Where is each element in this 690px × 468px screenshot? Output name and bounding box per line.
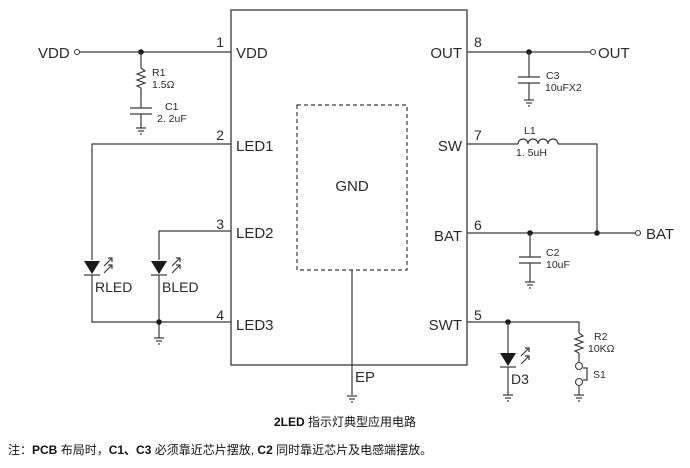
note-c2: C2 <box>254 443 273 457</box>
light-emission-icon <box>520 347 530 365</box>
rled-diode-icon <box>84 261 100 274</box>
s1-ref: S1 <box>593 369 606 381</box>
l1-inductor-icon <box>517 138 559 145</box>
junction-dot <box>594 230 600 236</box>
out-terminal[interactable] <box>589 48 597 56</box>
l1-ref: L1 <box>524 125 536 137</box>
ic-body <box>230 9 468 366</box>
bat-net-label: BAT <box>646 226 674 243</box>
l1-to-bat-wire <box>558 143 598 233</box>
r1-ref: R1 <box>152 67 166 79</box>
vdd-terminal[interactable] <box>73 48 81 56</box>
caption-text: 指示灯典型应用电路 <box>304 415 417 429</box>
pin-name-out: OUT <box>430 45 462 62</box>
pin-name-bat: BAT <box>434 228 462 245</box>
swt-wire <box>467 321 580 333</box>
pin-num-3: 3 <box>216 216 224 232</box>
vdd-net-label: VDD <box>38 45 70 62</box>
r2-value: 10KΩ <box>588 343 615 355</box>
r1-resistor-icon <box>135 67 147 89</box>
r2-ref: R2 <box>594 331 608 343</box>
bled-label: BLED <box>162 279 199 295</box>
rled-label: RLED <box>95 279 132 295</box>
pin-num-4: 4 <box>216 307 224 323</box>
junction-dot <box>156 319 162 325</box>
r2-resistor-icon <box>573 332 585 354</box>
caption-bold: 2LED <box>273 415 305 429</box>
note-pcb: PCB <box>32 443 58 457</box>
pin-num-7: 7 <box>474 127 482 143</box>
ep-label: EP <box>355 369 375 386</box>
pin-num-2: 2 <box>216 127 224 143</box>
gnd-label: GND <box>335 178 369 195</box>
bled-diode-icon <box>151 261 167 274</box>
pin-name-led3: LED3 <box>236 317 274 334</box>
ground-icon <box>347 395 357 403</box>
led2-wire <box>158 230 231 260</box>
s1-switch-icon[interactable] <box>574 361 588 387</box>
note-prefix: 注： <box>8 443 33 457</box>
pin-name-swt: SWT <box>429 317 462 334</box>
c2-value: 10uF <box>546 259 570 271</box>
pin-num-5: 5 <box>474 307 482 323</box>
ground-icon <box>136 127 146 135</box>
pin-num-1: 1 <box>216 34 224 50</box>
c3-value: 10uFX2 <box>545 82 582 94</box>
ground-icon <box>154 337 164 345</box>
pin-num-6: 6 <box>474 217 482 233</box>
ground-icon <box>503 394 513 402</box>
light-emission-icon <box>171 257 181 274</box>
note-text: 布局时， <box>57 443 109 457</box>
d3-diode-icon <box>500 353 516 366</box>
note-text: 必须靠近芯片摆放, <box>151 443 255 457</box>
pin-num-8: 8 <box>474 34 482 50</box>
led3-wire <box>91 275 231 323</box>
pin-name-sw: SW <box>438 138 463 155</box>
layout-note: 注：PCB 布局时，C1、C3 必须靠近芯片摆放, C2 同时靠近芯片及电感端摆… <box>8 441 432 458</box>
c3-ref: C3 <box>546 70 560 82</box>
note-text: 同时靠近芯片及电感端摆放。 <box>272 443 433 457</box>
note-c1c3: C1、C3 <box>108 443 152 457</box>
ground-icon <box>574 394 584 402</box>
led1-wire <box>91 143 231 260</box>
r1-value: 1.5Ω <box>152 79 175 91</box>
light-emission-icon <box>103 257 113 274</box>
pin-name-vdd: VDD <box>236 45 268 62</box>
c1-value: 2. 2uF <box>157 113 187 125</box>
ground-icon <box>525 281 535 289</box>
out-net-label: OUT <box>598 45 630 62</box>
ground-icon <box>524 99 534 107</box>
pin-name-led1: LED1 <box>236 138 274 155</box>
bat-terminal[interactable] <box>634 229 642 237</box>
c1-ref: C1 <box>165 101 179 113</box>
pin-name-led2: LED2 <box>236 225 274 242</box>
l1-value: 1. 5uH <box>516 147 547 159</box>
d3-label: D3 <box>511 371 529 387</box>
c2-ref: C2 <box>546 247 560 259</box>
figure-caption: 2LED 指示灯典型应用电路 <box>0 413 690 430</box>
